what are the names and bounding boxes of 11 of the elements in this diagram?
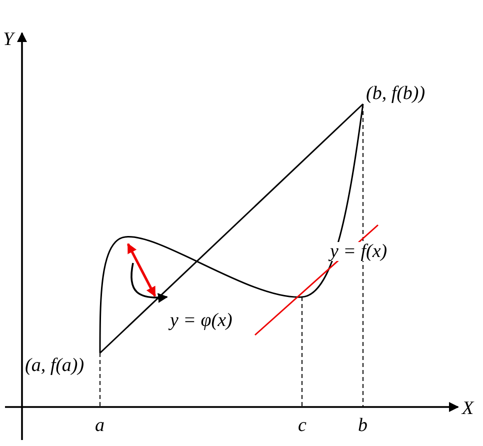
curve-label: y = f(x) bbox=[330, 242, 388, 261]
point-label: (b, f(b)) bbox=[366, 84, 426, 103]
tick-label: c bbox=[298, 416, 306, 435]
tick-label: a bbox=[95, 416, 104, 435]
tick-label: b bbox=[358, 416, 368, 435]
curve-label: y = φ(x) bbox=[170, 311, 232, 330]
axis-label: Y bbox=[3, 30, 14, 49]
point-label: (a, f(a)) bbox=[25, 356, 84, 375]
leader-arrow bbox=[130, 262, 168, 303]
axis-label: X bbox=[462, 399, 474, 418]
double-arrow bbox=[126, 243, 156, 297]
